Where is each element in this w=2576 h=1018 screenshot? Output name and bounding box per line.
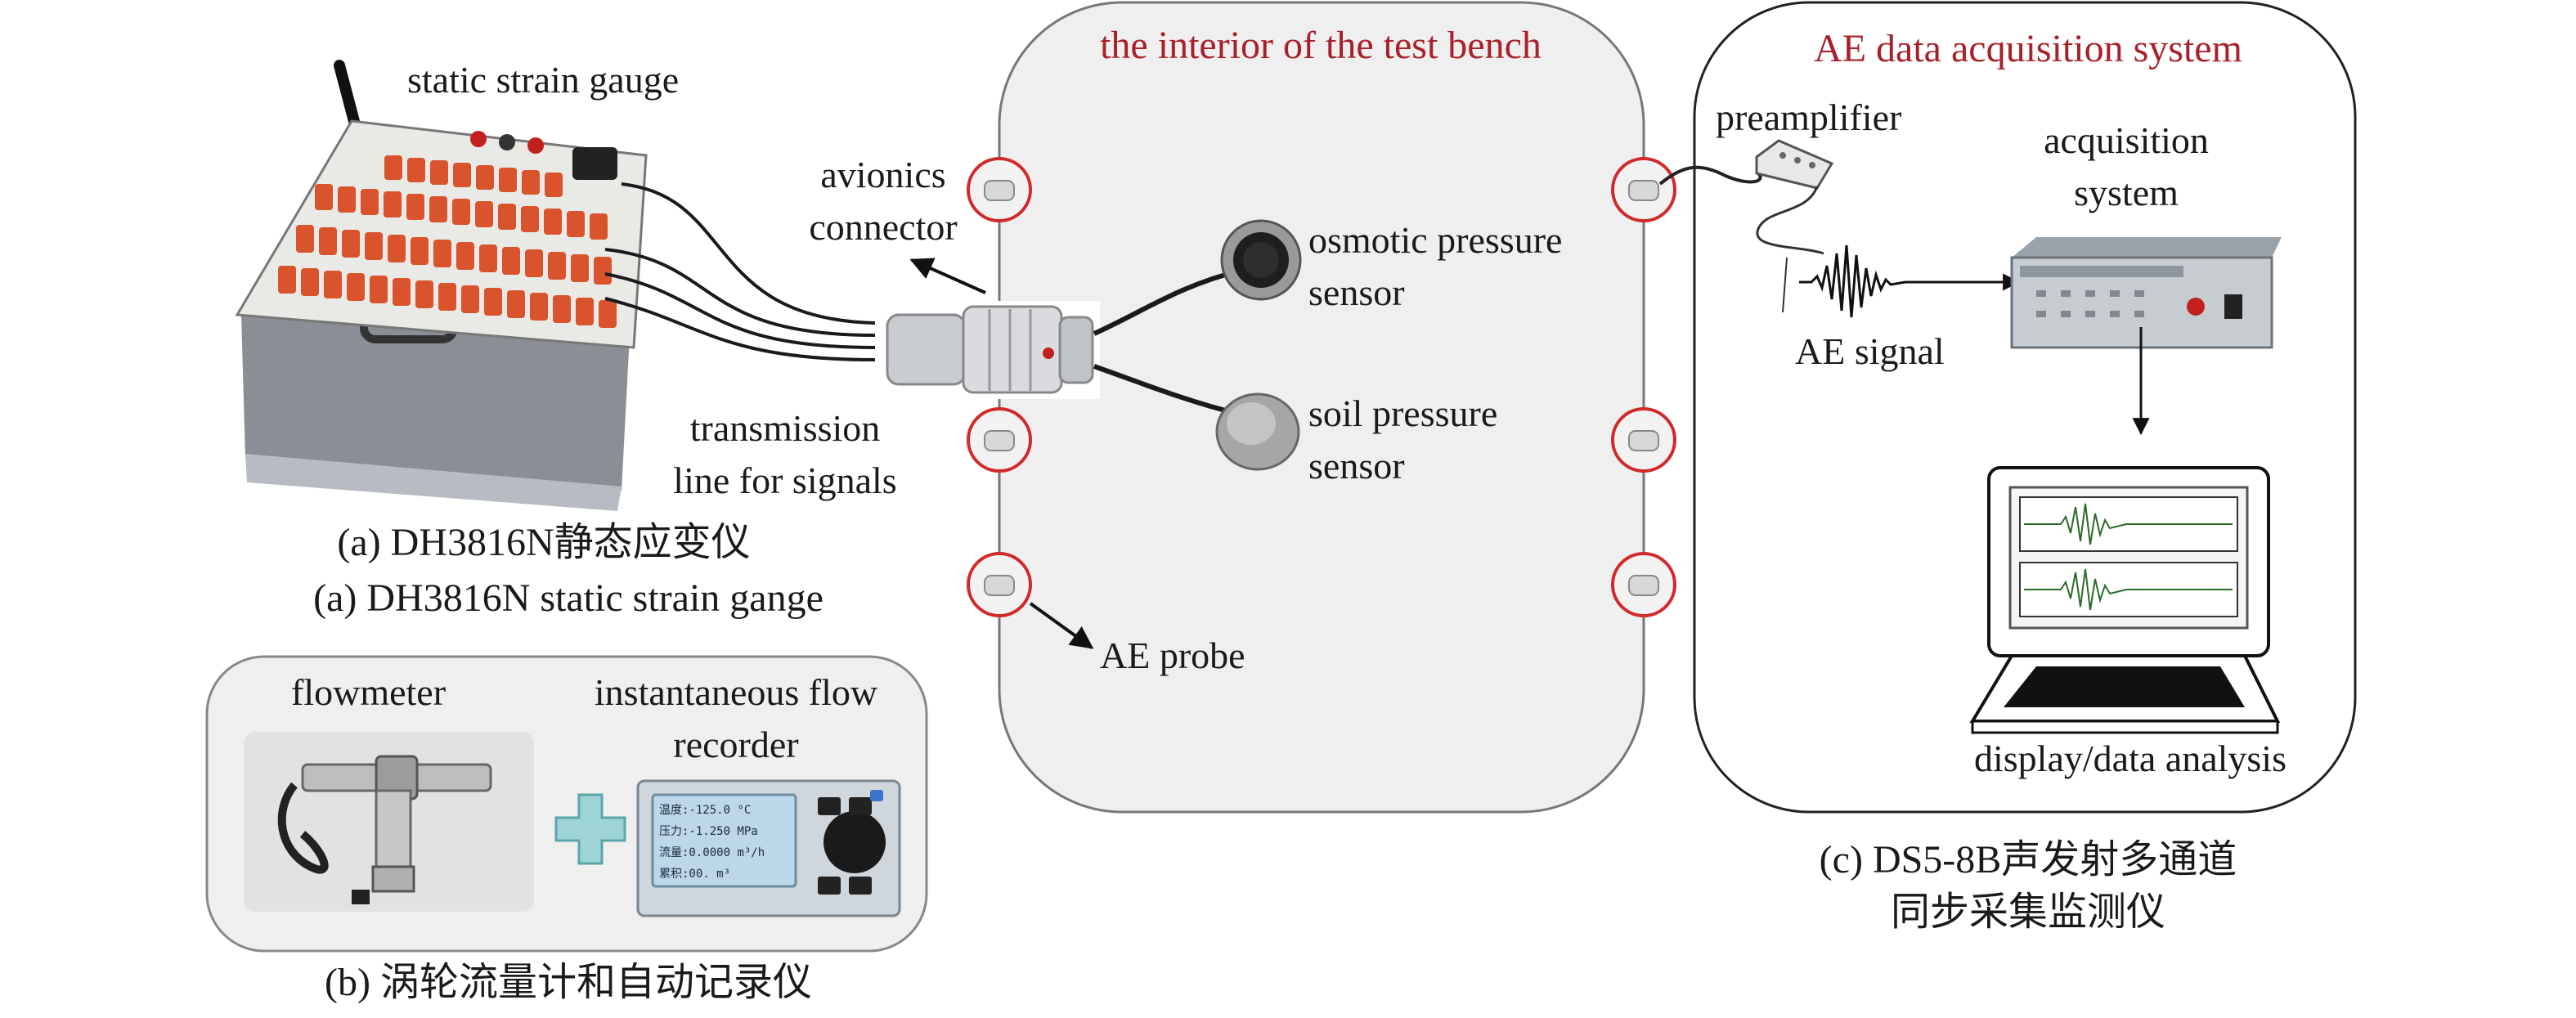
ae-probe-label: AE probe — [1100, 635, 1245, 676]
ae-probe-icon — [967, 157, 1032, 222]
ae-probe-icon — [1611, 552, 1676, 617]
flow-caption: (b) 涡轮流量计和自动记录仪 — [325, 961, 812, 1004]
lcd-line: 温度:-125.0 °C — [659, 804, 752, 817]
ae-signal-label: AE signal — [1795, 330, 1945, 372]
preamplifier-device — [1755, 139, 1834, 190]
ae-probe-arrow — [1029, 602, 1094, 649]
avionics-connector — [879, 301, 1100, 399]
flowmeter-label: flowmeter — [291, 671, 447, 713]
ae-probe-icon — [1611, 407, 1676, 473]
osmotic-pressure-sensor — [1220, 219, 1302, 301]
flow-recorder-device — [636, 779, 901, 917]
flow-recorder-label: instantaneous flow recorder — [594, 671, 878, 765]
preamplifier-label: preamplifier — [1716, 96, 1902, 138]
soil-sensor-label: soil pressure sensor — [1308, 392, 1498, 487]
avionics-connector-label: avionics connector — [809, 154, 958, 248]
ae-probes — [967, 157, 1676, 617]
acquisition-system-label: acquisition system — [2044, 119, 2209, 213]
ae-probe-icon — [967, 552, 1032, 617]
transmission-line-label: transmission line for signals — [673, 407, 897, 501]
osmotic-sensor-label: osmotic pressure sensor — [1308, 219, 1563, 313]
strain-caption-cn: (a) DH3816N静态应变仪 — [337, 521, 751, 564]
ae-probe-icon — [967, 407, 1032, 473]
sensor-cables — [1093, 267, 1244, 415]
ae-caption: (c) DS5-8B声发射多通道 同步采集监测仪 — [1819, 838, 2237, 934]
flowmeter-device — [244, 732, 534, 912]
avionics-arrow — [909, 258, 986, 294]
test-bench-title: the interior of the test bench — [1100, 24, 1542, 67]
display-analysis-label: display/data analysis — [1974, 738, 2287, 779]
static-strain-gauge-label: static strain gauge — [407, 59, 680, 101]
strain-gauge-device — [235, 60, 648, 511]
computer-display — [1969, 466, 2281, 734]
terminal-rows — [278, 131, 617, 328]
probe-cable — [1658, 165, 1762, 186]
lcd-line: 累积:00. m³ — [659, 868, 731, 881]
ae-system-title: AE data acquisition system — [1814, 27, 2242, 70]
lcd-line: 流量:0.0000 m³/h — [659, 846, 765, 859]
soil-pressure-sensor — [1215, 392, 1300, 471]
acquisition-system-device — [2010, 237, 2282, 349]
recorder-lcd: 温度:-125.0 °C 压力:-1.250 MPa 流量:0.0000 m³/… — [659, 800, 794, 885]
strain-caption-en: (a) DH3816N static strain gange — [313, 576, 824, 620]
ae-probe-icon — [1611, 157, 1676, 222]
preamp-output-cable — [1756, 186, 1824, 255]
lcd-line: 压力:-1.250 MPa — [659, 825, 758, 838]
plus-icon — [554, 793, 626, 865]
transmission-cables — [604, 182, 876, 361]
